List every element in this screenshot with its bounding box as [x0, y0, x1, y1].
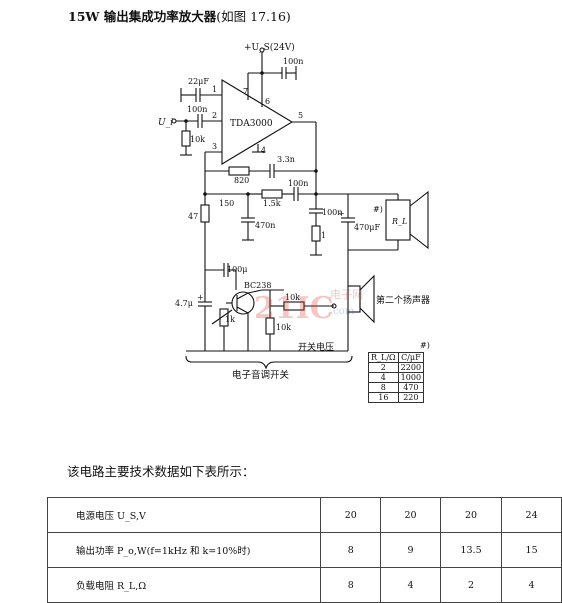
- cap-4u7-label: 4.7μ: [175, 299, 193, 308]
- table-cell: 8: [320, 567, 382, 603]
- table-cell: 20: [380, 497, 441, 533]
- table-cell: 8: [320, 532, 382, 568]
- table-row: 4 1000: [368, 372, 425, 383]
- cap-100n-supply-label: 100n: [283, 57, 303, 66]
- input-signal-label: U_i: [158, 118, 173, 128]
- zobel-network: [309, 194, 323, 256]
- tone-switch-brace: [185, 355, 353, 370]
- load-footnote-mark: #): [373, 205, 383, 214]
- page-title: 15W 输出集成功率放大器(如图 17.16): [68, 6, 291, 25]
- resistor-10k-input-label: 10k: [190, 135, 205, 144]
- watermark: 21IC 电子网 .com: [254, 288, 363, 326]
- table-cell: 2200: [397, 362, 425, 373]
- resistor-150-label: 150: [219, 199, 234, 208]
- cap-22u-label: 22μF: [188, 77, 209, 86]
- load-capacitor-table: R_L/Ω C/μF 2 2200 4 1000 8 470 16 220: [368, 352, 425, 403]
- pin-2-label: 2: [212, 111, 217, 120]
- table-cell: 20: [439, 497, 503, 533]
- resistor-10k-b-label: 10k: [276, 323, 291, 332]
- signal-input: [171, 114, 222, 156]
- circuit-diagram: +U_S(24V) 100n TDA3000 7 6 22μF 1 U_i 10…: [158, 42, 430, 381]
- cap-470n-label: 470n: [255, 221, 275, 230]
- resistor-1k5-label: 1.5k: [263, 199, 281, 208]
- table-row: 16 220: [368, 392, 425, 403]
- supply-voltage-label: +U_S(24V): [244, 42, 295, 53]
- table-cell: 9: [380, 532, 441, 568]
- pin-1-label: 1: [212, 85, 217, 94]
- cap-3n3-label: 3.3n: [277, 155, 295, 164]
- ic-label: TDA3000: [230, 119, 273, 129]
- table-cell: 8: [368, 382, 399, 393]
- resistor-47-label: 47: [188, 212, 198, 221]
- table-cell: 1000: [397, 372, 425, 383]
- cap-100n-fb-label: 100n: [288, 179, 308, 188]
- table-cell: 负载电阻 R_L,Ω: [46, 567, 322, 603]
- tone-switch-circuit: +: [186, 263, 348, 352]
- table-row: R_L/Ω C/μF: [368, 352, 425, 363]
- resistor-820-label: 820: [234, 176, 249, 185]
- table-row: 负载电阻 R_L,Ω 8 4 2 4: [46, 567, 562, 603]
- table-cell: 输出功率 P_o,W(f=1kHz 和 k=10%时): [46, 532, 322, 568]
- table-cell: 4: [501, 567, 562, 603]
- table-cell: 20: [320, 497, 382, 533]
- table-row: 8 470: [368, 382, 425, 393]
- resistor-1k-label: 1k: [225, 315, 235, 324]
- pin-6-label: 6: [265, 97, 270, 106]
- cap-100n-in-label: 100n: [187, 105, 207, 114]
- table-intro-text: 该电路主要技术数据如下表所示：: [67, 464, 255, 479]
- table-row: 电源电压 U_S,V 20 20 20 24: [46, 497, 562, 533]
- spec-table: 电源电压 U_S,V 20 20 20 24 输出功率 P_o,W(f=1kHz…: [46, 497, 562, 603]
- resistor-10k-a-label: 10k: [285, 293, 300, 302]
- table-cell: 2: [439, 567, 503, 603]
- cap-470u-label: 470μF: [354, 223, 380, 232]
- resistor-47: [200, 194, 210, 296]
- table-cell: 13.5: [439, 532, 503, 568]
- load-table-mark: #): [420, 341, 430, 350]
- ic-tda3000: [221, 79, 294, 165]
- output-coupling: +: [316, 193, 355, 250]
- table-cell: 4: [380, 567, 441, 603]
- table-cell: 470: [397, 382, 425, 393]
- input-coupling-pin1: [180, 88, 222, 102]
- load-resistor-label: R_L: [391, 217, 407, 226]
- pin-3-label: 3: [212, 142, 217, 151]
- watermark-url: .com: [330, 306, 355, 317]
- feedback-network: [205, 164, 318, 178]
- title-main: 15W 输出集成功率放大器: [68, 9, 217, 24]
- pin-4-label: 4: [261, 146, 266, 155]
- pin-7-label: 7: [243, 87, 248, 96]
- speaker-primary: [348, 190, 429, 251]
- svg-text:+: +: [197, 293, 204, 302]
- cap-100n-out-label: 100n: [322, 208, 342, 217]
- table-cell: 24: [501, 497, 562, 533]
- table-row: 2 2200: [368, 362, 425, 373]
- speaker-second: [347, 250, 375, 351]
- svg-text:+: +: [338, 209, 345, 218]
- title-figure-ref: (如图 17.16): [216, 9, 291, 24]
- table-cell: 220: [397, 392, 425, 403]
- tone-switch-label: 电子音调开关: [232, 369, 290, 381]
- table-cell: 4: [368, 372, 399, 383]
- watermark-cn: 电子网: [330, 288, 363, 301]
- table-header: C/μF: [397, 352, 425, 363]
- table-header: R_L/Ω: [368, 352, 399, 363]
- cap-100u-label: 100μ: [227, 265, 247, 274]
- watermark-digits: 21IC: [254, 291, 334, 326]
- table-cell: 电源电压 U_S,V: [46, 497, 322, 533]
- table-row: 输出功率 P_o,W(f=1kHz 和 k=10%时) 8 9 13.5 15: [46, 532, 562, 568]
- table-cell: 16: [368, 392, 399, 403]
- second-speaker-label: 第二个扬声器: [376, 294, 430, 306]
- table-cell: 2: [368, 362, 399, 373]
- supply-rail: [247, 47, 297, 104]
- resistor-1-label: 1: [321, 231, 326, 240]
- switch-voltage-label: 开关电压: [298, 341, 334, 353]
- pin-5-label: 5: [298, 111, 303, 120]
- table-cell: 15: [501, 532, 562, 568]
- transistor-label: BC238: [244, 281, 271, 290]
